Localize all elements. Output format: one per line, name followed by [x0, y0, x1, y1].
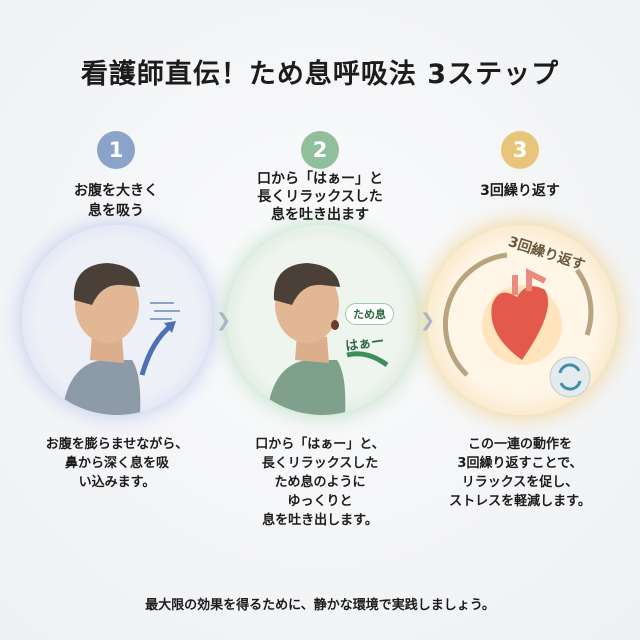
step-1-heading: お腹を大きく 息を吸う — [74, 183, 158, 219]
step-2-badge: 2 — [301, 131, 339, 169]
step-2-heading: 口から「はぁー」と 長くリラックスした 息を吐き出ます — [257, 171, 383, 223]
arrow-right-icon: ❯ — [420, 310, 436, 331]
step-1-description: お腹を膨らませながら、 鼻から深く息を吸 い込みます。 — [45, 437, 189, 490]
step-3-description: この一連の動作を 3回繰り返すことで、 リラックスを促し、 ストレスを軽減します… — [449, 437, 591, 509]
repeat-illustration: 3回繰り返す — [427, 225, 617, 415]
step-3-heading: 3回繰り返す — [480, 183, 560, 199]
exhale-illustration: ため息 はぁー — [227, 225, 417, 415]
arrow-right-icon: ❯ — [216, 310, 232, 331]
inhale-illustration — [22, 225, 212, 415]
step-1-badge: 1 — [97, 131, 135, 169]
step-2-description: 口から「はぁー」と、 長くリラックスした ため息のように ゆっくりと 息を吐き出… — [255, 437, 385, 528]
sigh-speech-bubble: ため息 — [345, 303, 394, 325]
step-3-badge: 3 — [501, 131, 539, 169]
page-title: 看護師直伝！ため息呼吸法 3ステップ — [80, 59, 560, 90]
footer-note: 最大限の効果を得るために、静かな環境で実践しましょう。 — [145, 598, 495, 613]
